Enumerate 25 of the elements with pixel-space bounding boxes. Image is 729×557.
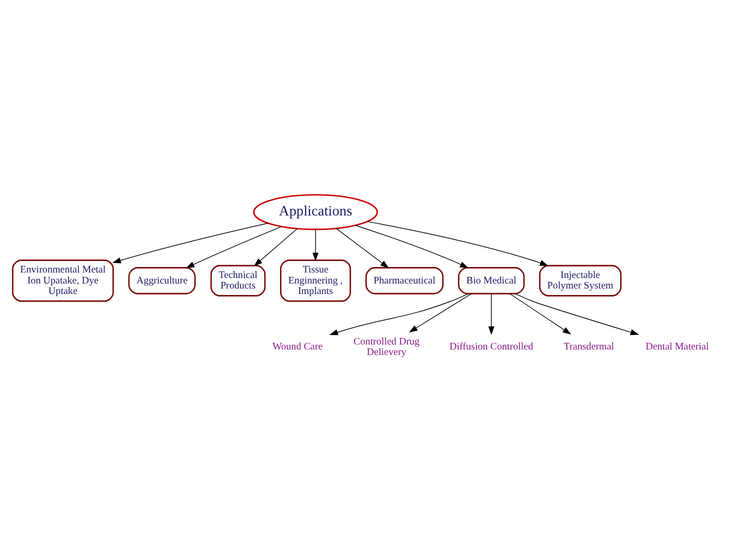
arrow bbox=[312, 229, 319, 262]
arrow bbox=[488, 293, 494, 336]
node-text: Wound Care bbox=[272, 342, 323, 353]
node-ellipse: Applications bbox=[253, 194, 378, 230]
node-text: Controlled Drug Delievery bbox=[354, 336, 420, 358]
arrow bbox=[408, 293, 472, 332]
arrow bbox=[514, 293, 640, 336]
arrow bbox=[336, 228, 389, 268]
node-box: Injectable Polymer System bbox=[539, 264, 622, 296]
arrow bbox=[329, 293, 469, 336]
node-box: Tissue Enginnering , Implants bbox=[280, 260, 352, 302]
arrow bbox=[112, 222, 268, 264]
node-text: Transdermal bbox=[564, 342, 614, 353]
arrow bbox=[509, 293, 572, 335]
node-box: Aggriculture bbox=[128, 267, 196, 294]
node-text: Diffusion Controlled bbox=[449, 342, 534, 353]
node-text: Dental Material bbox=[646, 342, 709, 353]
arrow bbox=[254, 228, 298, 266]
node-box: Technical Products bbox=[210, 264, 266, 296]
arrow bbox=[355, 225, 469, 268]
arrow bbox=[367, 221, 549, 266]
node-box: Environmental Metal Ion Upatake, Dye Uptake bbox=[12, 260, 114, 302]
arrow bbox=[186, 226, 282, 268]
node-box: Bio Medical bbox=[458, 267, 525, 294]
node-box: Pharmaceutical bbox=[365, 267, 444, 294]
